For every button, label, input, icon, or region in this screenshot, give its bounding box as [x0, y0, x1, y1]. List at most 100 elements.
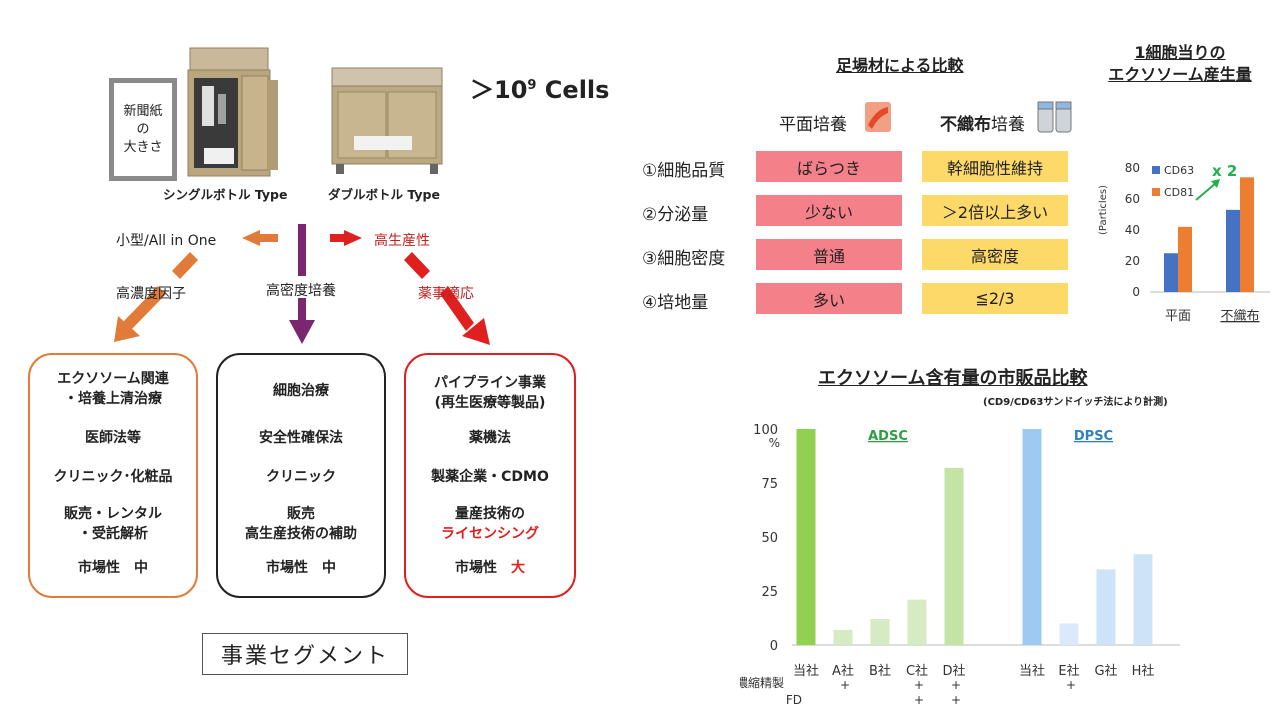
seg3-line: 薬機法	[469, 430, 511, 446]
comparison-title: 足場材による比較	[836, 56, 964, 75]
chart2-y-tick: 25	[761, 585, 778, 600]
single-bottle-machine-illustration	[187, 47, 278, 177]
center-arrow-label: 高密度培養	[266, 283, 336, 299]
flat-value: ばらつき	[756, 151, 902, 182]
seg2-line: 安全性確保法	[259, 430, 343, 446]
chart2-bar	[1133, 554, 1153, 645]
nonwoven-value: 幹細胞性維持	[922, 151, 1068, 182]
chart1-svg: 020406080(Particles)CD63CD81平面不織布x 2	[1098, 161, 1270, 324]
chart2-x-tick: A社	[832, 663, 854, 679]
chart2-x-tick: 当社	[1019, 663, 1045, 679]
chart1-y-tick: 60	[1125, 192, 1140, 206]
col-nonwoven-bold: 不織布	[940, 115, 991, 135]
center-arrow-head	[289, 320, 315, 344]
chart2-x-tick: C社	[906, 663, 928, 679]
seg2-line: 高生産技術の補助	[245, 526, 357, 542]
chart2-y-tick: 100	[753, 423, 778, 438]
chart2-mark-row1: +	[1066, 678, 1076, 692]
seg1-line: エクソソーム関連	[57, 371, 169, 387]
seg3-line: パイプライン事業	[434, 375, 546, 391]
chart1-x-tick: 平面	[1165, 309, 1191, 324]
seg1-line: ・培養上清治療	[64, 391, 162, 407]
row-label: ③細胞密度	[642, 249, 726, 269]
chart1-legend-label: CD63	[1164, 164, 1194, 177]
chart1-annotation: x 2	[1212, 162, 1237, 180]
flat-value: 普通	[756, 239, 902, 270]
right-arrow-label: 薬事適応	[418, 286, 474, 302]
seg3-line-licensing: ライセンシング	[441, 526, 539, 542]
chart1-annotation-arrowhead	[1211, 179, 1220, 188]
chart2-bar	[944, 467, 964, 645]
chart1-x-tick: 不織布	[1220, 309, 1259, 324]
flat-culture-icon	[865, 102, 891, 132]
chart2-bar	[907, 599, 927, 645]
right-diagonal-arrow-head	[462, 318, 490, 345]
single-bottle-label: シングルボトル Type	[163, 187, 288, 202]
chart1-title-line2: エクソソーム産生量	[1108, 65, 1252, 84]
seg2-line: 販売	[287, 506, 315, 522]
double-bottle-machine-illustration	[331, 67, 443, 174]
seg1-line: 販売・レンタル	[64, 506, 162, 522]
business-segment-title: 事業セグメント	[202, 633, 408, 675]
cells-exponent: 9	[527, 78, 537, 93]
chart2-y-label: %	[769, 436, 780, 450]
chart2-mark-row2: +	[951, 693, 961, 707]
chart1-title: 1細胞当りの エクソソーム産生量	[1090, 42, 1270, 86]
chart1-y-label: (Particles)	[1098, 185, 1109, 235]
chart1-y-tick: 0	[1132, 285, 1140, 299]
chart2-x-tick: B社	[869, 663, 891, 679]
chart1-bar	[1164, 253, 1178, 292]
chart1-y-tick: 40	[1125, 223, 1140, 237]
chart2-row-label-concentrate: 濃縮精製	[740, 675, 784, 690]
chart1-legend-label: CD81	[1164, 186, 1194, 199]
chart2-group-label: ADSC	[868, 429, 908, 444]
col-nonwoven-rest: 培養	[991, 115, 1025, 135]
segment-exosome: エクソソーム関連 ・培養上清治療 医師法等 クリニック･化粧品 販売・レンタル …	[28, 353, 198, 598]
right-branch-label: 高生産性	[374, 233, 430, 249]
seg3-line: 量産技術の	[455, 506, 525, 522]
chart2-bar	[796, 429, 816, 645]
nonwoven-culture-icon	[1037, 101, 1072, 133]
chart1-legend-swatch	[1152, 188, 1160, 196]
cells-text: ＞10	[470, 76, 528, 104]
segment-pipeline: パイプライン事業 (再生医療等製品) 薬機法 製薬企業・CDMO 量産技術の ラ…	[404, 353, 576, 598]
seg2-line: クリニック	[266, 469, 336, 485]
left-branch-label: 小型/All in One	[116, 233, 217, 249]
col-flat-header: 平面培養	[779, 115, 847, 135]
row-label: ④培地量	[642, 293, 709, 313]
chart1-bar	[1226, 209, 1240, 292]
flat-value: 多い	[756, 283, 902, 314]
seg1-line: 医師法等	[85, 430, 141, 446]
seg1-line: ・受託解析	[78, 526, 148, 542]
center-arrow-shaft	[298, 224, 306, 276]
flow-arrows	[114, 224, 490, 345]
newspaper-size-box: 新聞紙 の 大きさ	[109, 78, 177, 181]
chart2-group-label: DPSC	[1074, 429, 1113, 444]
seg2-line: 細胞治療	[273, 383, 329, 399]
chart2-x-tick: D社	[942, 663, 965, 679]
chart2-bar	[870, 619, 890, 645]
newspaper-label: 新聞紙 の 大きさ	[123, 103, 163, 155]
chart1-bar	[1240, 177, 1254, 292]
chart2-title: エクソソーム含有量の市販品比較	[818, 368, 1088, 389]
chart2-mark-row1: +	[951, 678, 961, 692]
nonwoven-value: ≦2/3	[922, 283, 1068, 314]
segment-cell-therapy: 細胞治療 安全性確保法 クリニック 販売 高生産技術の補助 市場性 中	[216, 353, 386, 598]
left-diagonal-arrow-head	[114, 316, 140, 342]
chart2-mark-row1: +	[914, 678, 924, 692]
row-label: ①細胞品質	[642, 161, 726, 181]
seg3-market-value: 大	[511, 560, 525, 576]
chart2-bar	[833, 629, 853, 645]
chart2-bar	[1022, 429, 1042, 645]
chart2-bar	[1096, 569, 1116, 645]
right-small-arrow	[330, 230, 362, 246]
seg1-line: クリニック･化粧品	[53, 469, 173, 485]
seg3-line: 製薬企業・CDMO	[431, 469, 549, 485]
chart2-y-tick: 50	[761, 531, 778, 546]
chart2-x-tick: G社	[1094, 663, 1117, 679]
chart1-annotation-arrow	[1195, 182, 1217, 201]
row-label: ②分泌量	[642, 205, 709, 225]
nonwoven-value: 高密度	[922, 239, 1068, 270]
seg3-market-label: 市場性	[455, 560, 511, 576]
